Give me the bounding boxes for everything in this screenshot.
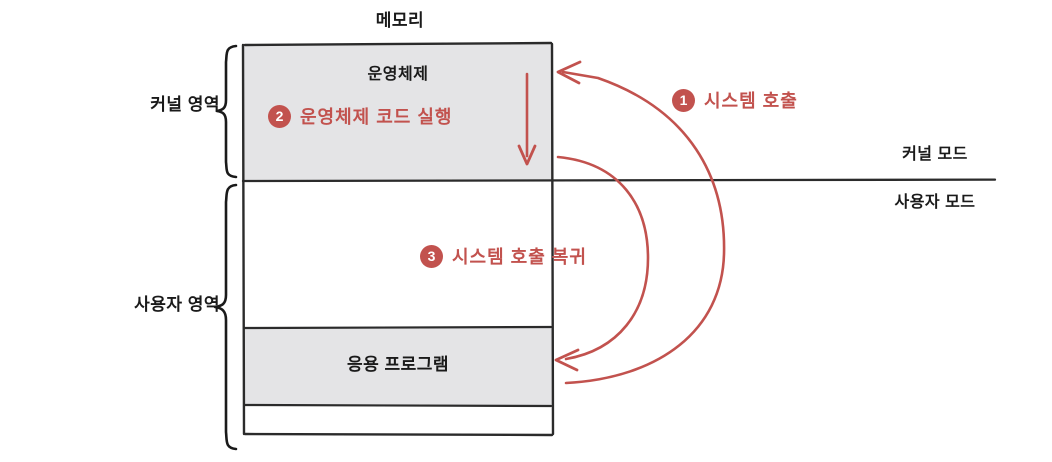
memory-box-outline: [241, 41, 555, 437]
system-call-return-arrow: [554, 155, 650, 372]
annotation-text-1: 시스템 호출: [704, 91, 798, 111]
os-region-label: 운영체제: [367, 66, 429, 83]
kernel-mode-label: 커널 모드: [902, 146, 968, 163]
annotation-badge-1: 1: [672, 88, 695, 112]
user-area-bracket: [213, 183, 238, 451]
annotation-badge-3: 3: [420, 244, 443, 268]
annotation-text-2: 운영체제 코드 실행: [300, 107, 453, 127]
kernel-area-bracket: [215, 44, 238, 179]
application-region-fill: [244, 328, 552, 405]
system-call-arrow: [556, 60, 726, 385]
annotation-badge-2: 2: [268, 104, 291, 128]
annotation-system-call-return: 3 시스템 호출 복귀: [420, 243, 587, 269]
user-area-label: 사용자 영역: [134, 295, 220, 314]
os-region-fill: [244, 44, 552, 180]
application-region-label: 응용 프로그램: [346, 355, 450, 374]
annotation-text-3: 시스템 호출 복귀: [452, 247, 587, 267]
annotation-os-code-exec: 2 운영체제 코드 실행: [268, 103, 452, 129]
memory-box-dividers: [243, 325, 553, 408]
kernel-area-label: 커널 영역: [150, 95, 220, 114]
user-mode-label: 사용자 모드: [894, 194, 976, 211]
page-title: 메모리: [375, 11, 425, 30]
down-arrow-icon: [517, 72, 537, 166]
annotation-system-call: 1 시스템 호출: [672, 87, 798, 113]
mode-divider-line: [241, 178, 997, 183]
